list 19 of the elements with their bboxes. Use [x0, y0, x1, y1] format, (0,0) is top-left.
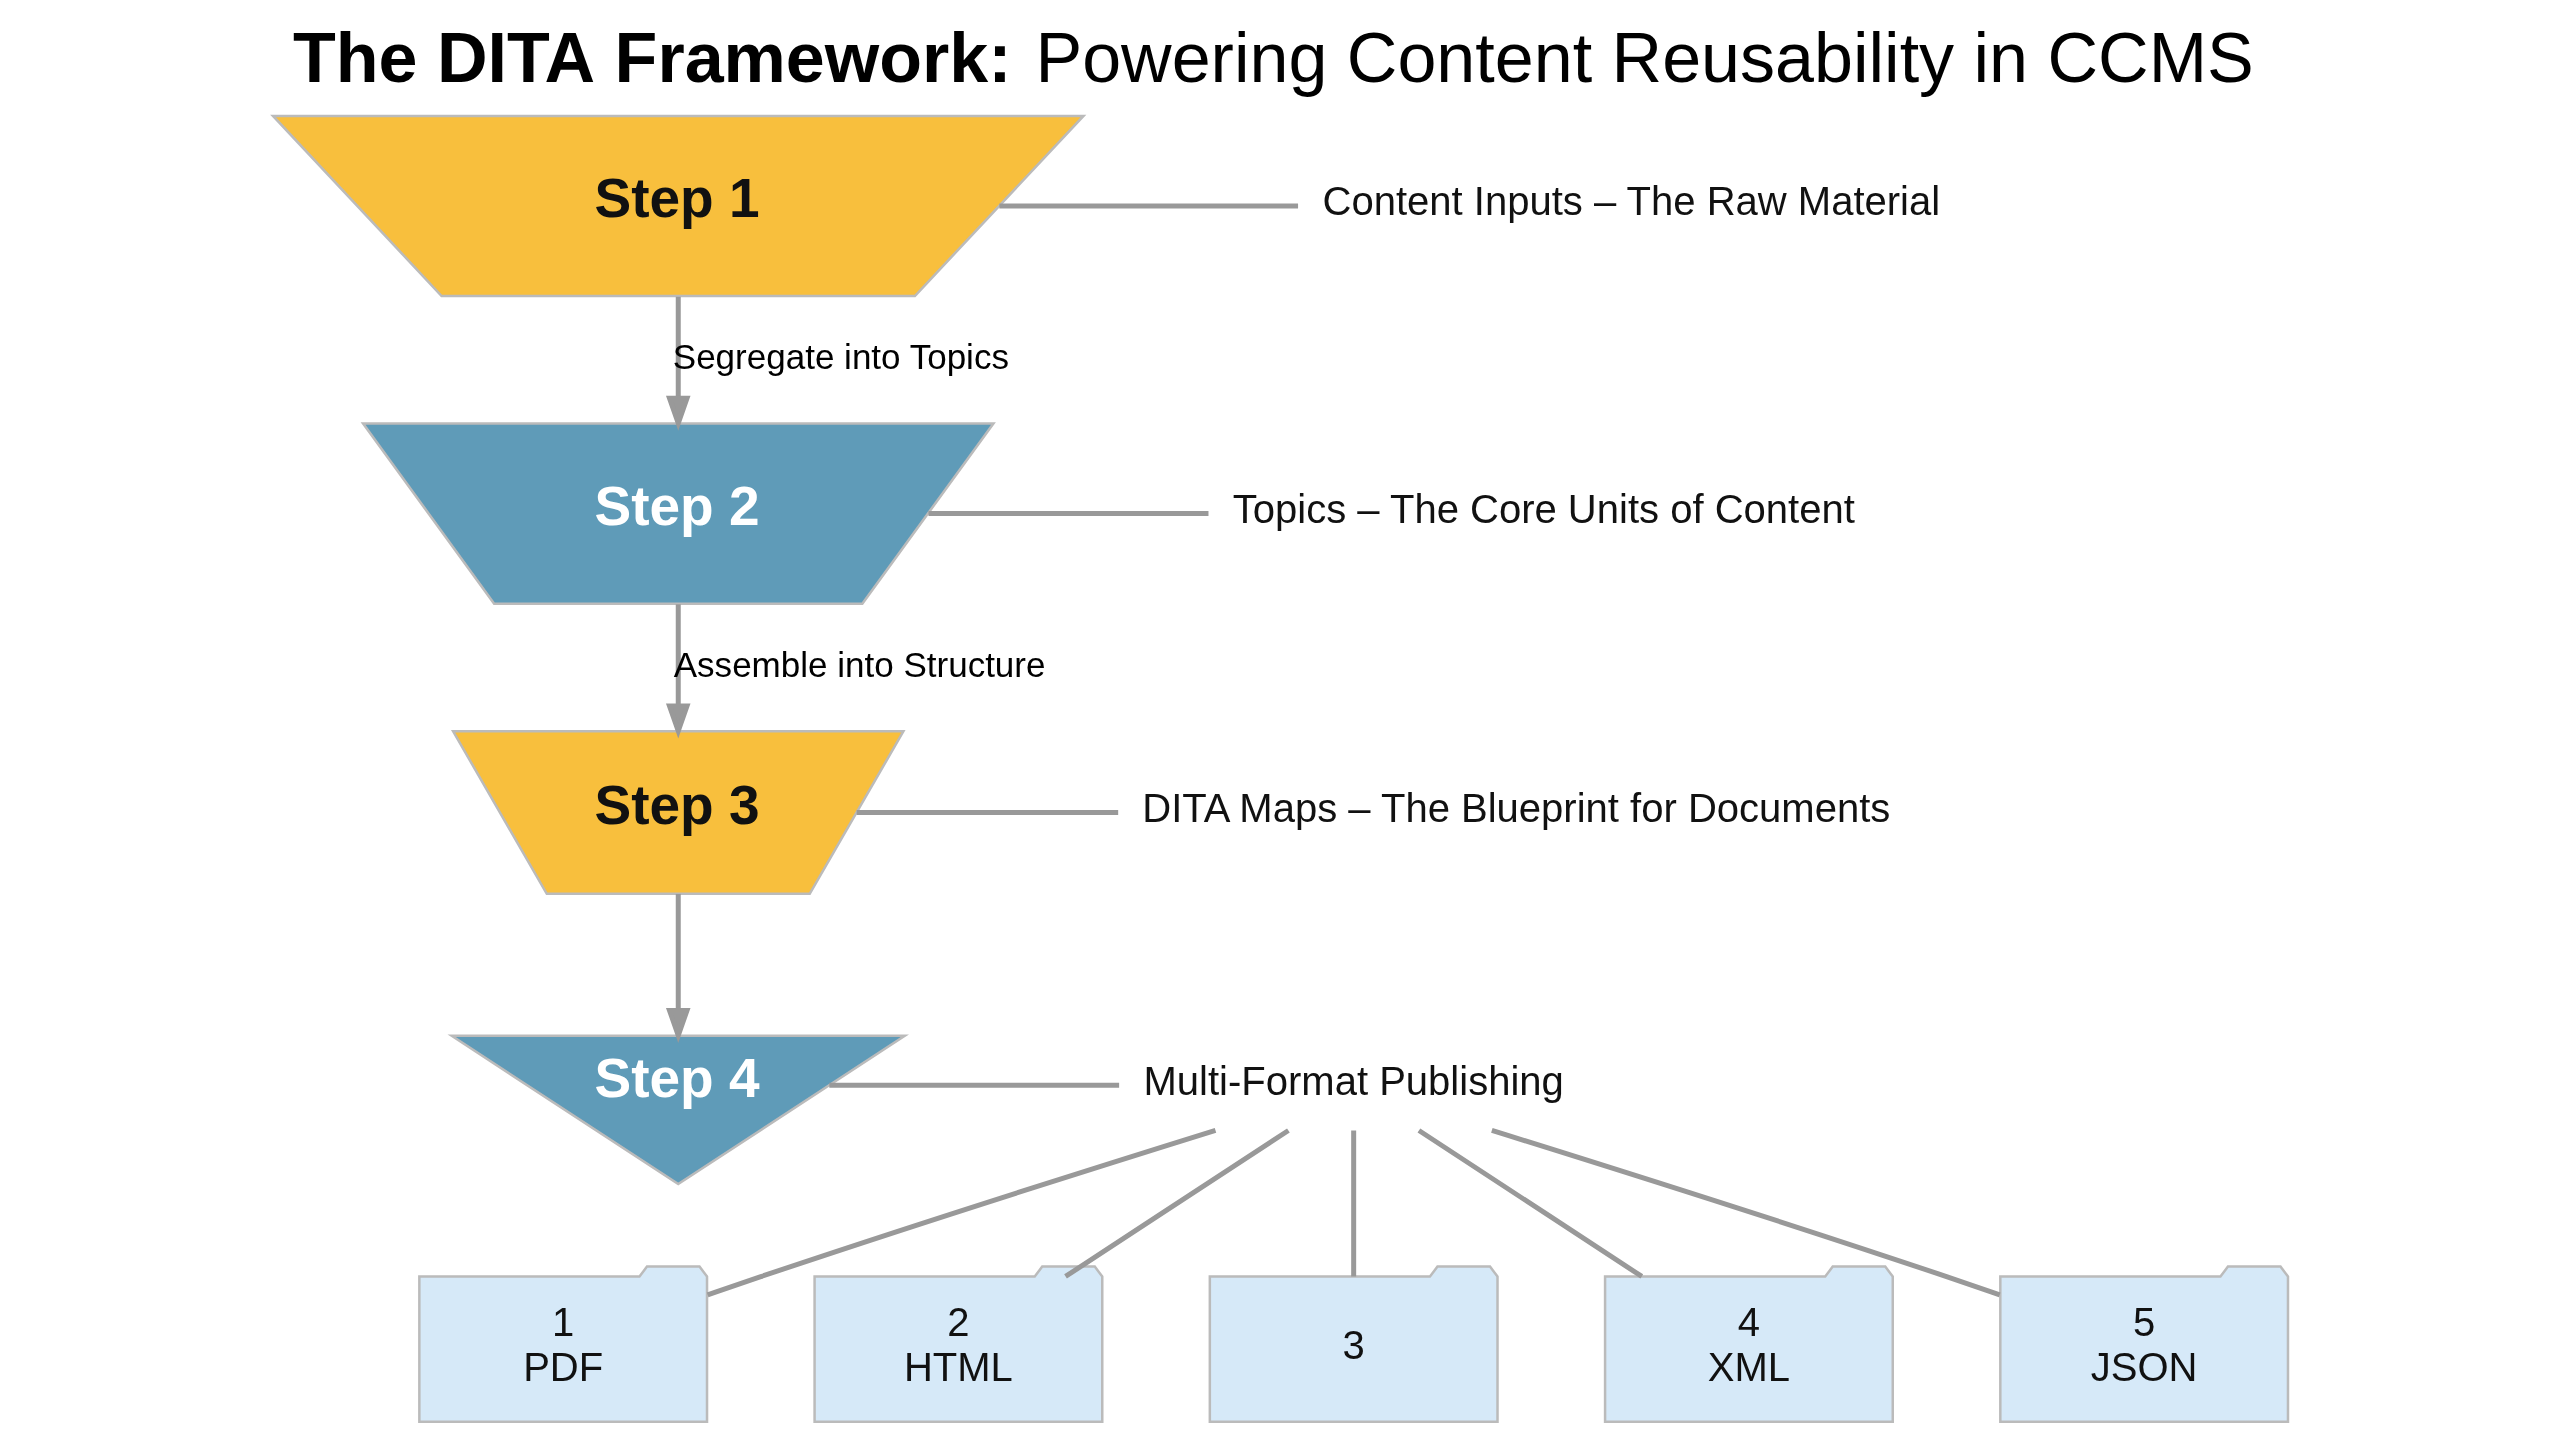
connector: [1417, 1128, 1643, 1279]
connector: [706, 1127, 1216, 1298]
connector: [1063, 1128, 1290, 1279]
node-text: Multi-Format Publishing: [1143, 1058, 1564, 1103]
connector: [927, 511, 1208, 517]
arrow: [665, 893, 691, 1043]
connector: [998, 203, 1298, 209]
arrow: [665, 296, 691, 431]
connector: [856, 810, 1118, 816]
edge-label: Segregate into Topics: [672, 337, 1009, 377]
connector: [1490, 1127, 2001, 1298]
node-text: DITA Maps – The Blueprint for Documents: [1141, 786, 1890, 831]
node-text: Content Inputs – The Raw Material: [1322, 179, 1940, 224]
arrow: [665, 604, 691, 739]
connector: [828, 1082, 1119, 1088]
edge-label: Assemble into Structure: [673, 644, 1045, 684]
node-text: Topics – The Core Units of Content: [1232, 487, 1855, 532]
connector: [1350, 1130, 1356, 1277]
diagram-title: The DITA Framework: Powering Content Reusability in CCMS: [292, 18, 2254, 97]
